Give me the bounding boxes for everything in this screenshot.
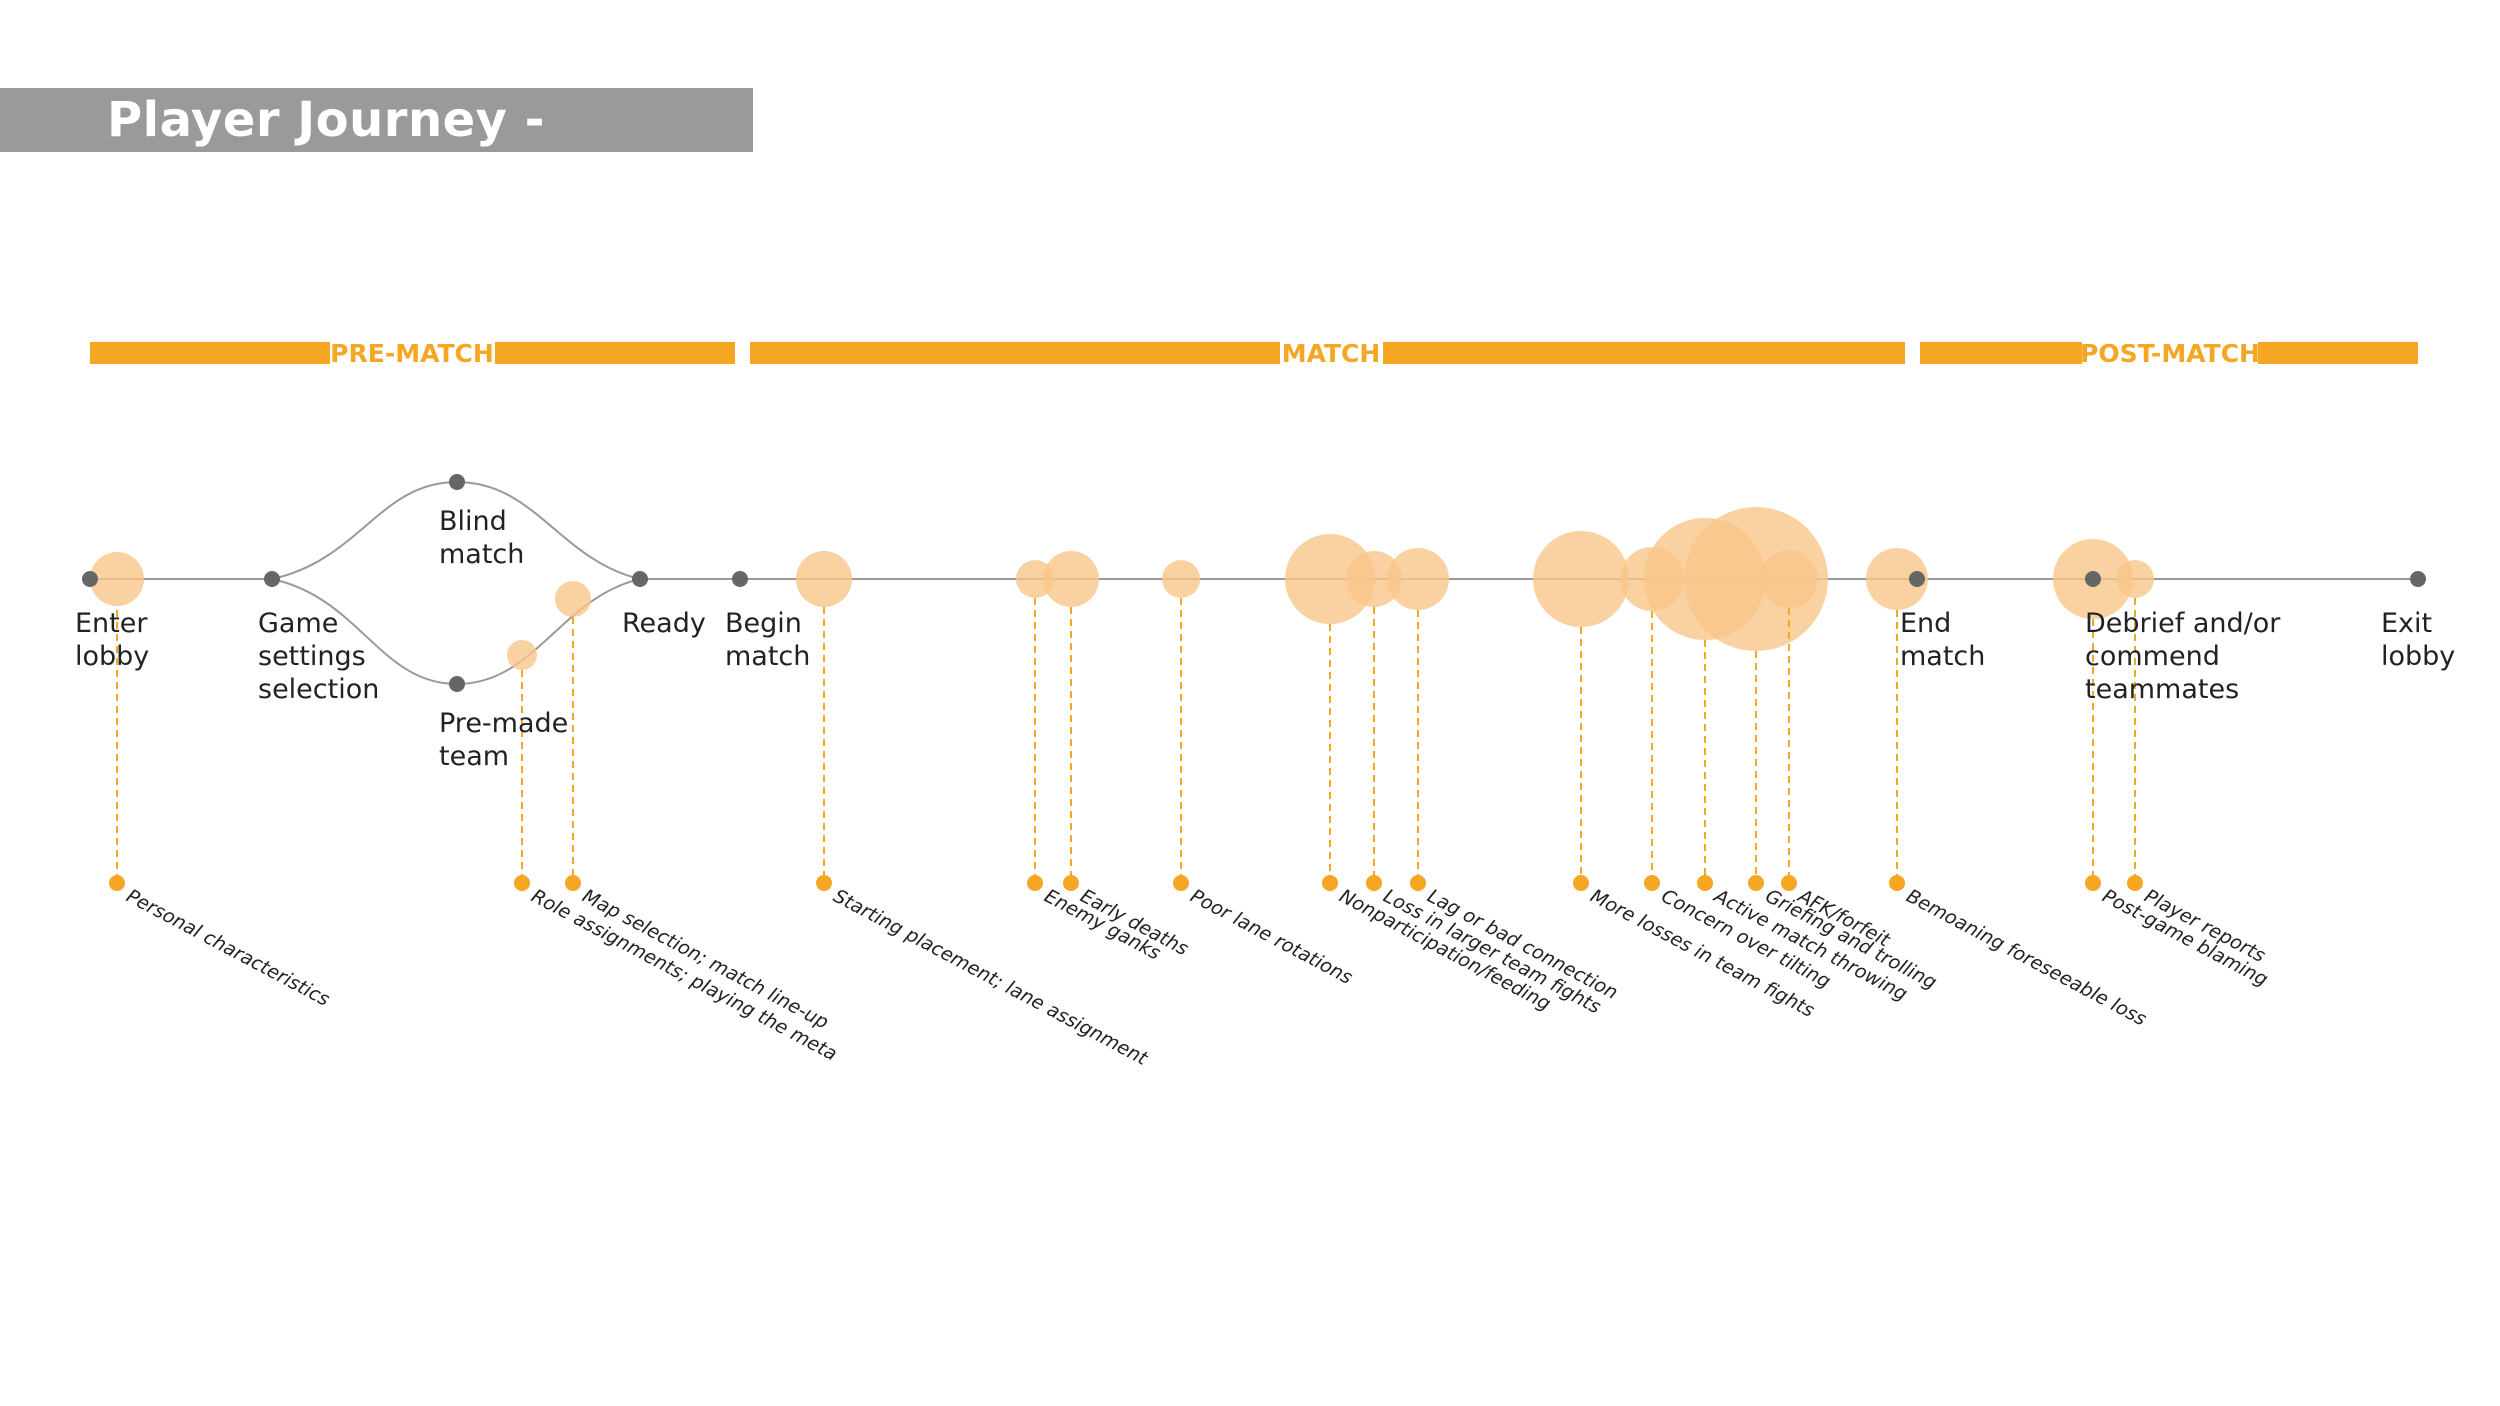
trigger-dot	[2085, 875, 2101, 891]
bubble-enemy-ganks	[1016, 560, 1054, 598]
bubble-loss-larger-team-fights	[1346, 551, 1402, 607]
trigger-dot	[514, 875, 530, 891]
trigger-end-dots	[109, 875, 2143, 891]
trigger-dot	[1027, 875, 1043, 891]
post-match-bar-right	[2258, 342, 2418, 364]
post-match-bar-left	[1920, 342, 2082, 364]
trigger-dot	[1644, 875, 1660, 891]
pre-match-bar-left	[90, 342, 330, 364]
page-title: Player Journey - Triggers	[107, 92, 546, 212]
stage-label-pre-made-team: Pre-made team	[439, 708, 577, 772]
title-banner: Player Journey - Triggers	[0, 88, 753, 212]
stage-label-exit-lobby: Exit lobby	[2381, 608, 2455, 672]
stage-label-game-settings: Game settings selection	[258, 608, 379, 705]
stage-nodes	[82, 474, 2426, 692]
trigger-dot	[2127, 875, 2143, 891]
trigger-dot	[1322, 875, 1338, 891]
stage-label-enter-lobby: Enter lobby	[75, 608, 156, 672]
phase-label-post-match: POST-MATCH	[2080, 339, 2260, 368]
bubble-personal-characteristics	[90, 552, 144, 606]
node-ready	[632, 571, 648, 587]
trigger-label-map-selection: Map selection; match line-up	[579, 885, 832, 1034]
node-begin-match	[732, 571, 748, 587]
trigger-dot	[1573, 875, 1589, 891]
node-exit-lobby	[2410, 571, 2426, 587]
bubble-poor-lane-rotations	[1162, 560, 1200, 598]
phase-label-pre-match: PRE-MATCH	[330, 339, 494, 368]
trigger-dot	[816, 875, 832, 891]
node-blind-match	[449, 474, 465, 490]
bubble-map-selection	[555, 581, 591, 617]
match-bar-right	[1383, 342, 1905, 364]
trigger-label-role-assignments: Role assignments; playing the meta	[528, 885, 841, 1065]
trigger-label-loss-larger-team-fights: Loss in larger team fights	[1380, 885, 1605, 1018]
bubble-bemoaning	[1866, 548, 1928, 610]
bubble-griefing	[1684, 507, 1828, 651]
bubble-role-assignments	[507, 640, 537, 670]
phase-label-match: MATCH	[1282, 339, 1381, 368]
stage-label-begin-match: Begin match	[725, 608, 810, 672]
bubble-starting-placement	[796, 551, 852, 607]
node-debrief	[2085, 571, 2101, 587]
trigger-dot	[1173, 875, 1189, 891]
trigger-drop-lines	[116, 598, 2136, 883]
bubble-more-losses	[1533, 531, 1629, 627]
bubble-nonparticipation	[1285, 534, 1375, 624]
node-game-settings	[264, 571, 280, 587]
trigger-labels: Personal characteristics Role assignment…	[123, 884, 2272, 1070]
bubble-player-reports	[2116, 560, 2154, 598]
trigger-dot	[109, 875, 125, 891]
bubble-lag	[1387, 548, 1449, 610]
node-enter-lobby	[82, 571, 98, 587]
bubble-afk-forfeit	[1760, 550, 1818, 608]
match-bar-left	[750, 342, 1280, 364]
trigger-dot	[1889, 875, 1905, 891]
bubble-early-deaths	[1043, 551, 1099, 607]
trigger-dot	[1063, 875, 1079, 891]
node-pre-made-team	[449, 676, 465, 692]
stage-label-blind-match: Blind match	[439, 506, 524, 570]
trigger-dot	[1366, 875, 1382, 891]
pre-match-bar-right	[495, 342, 735, 364]
trigger-dot	[1410, 875, 1426, 891]
trigger-dot	[565, 875, 581, 891]
trigger-label-personal-characteristics: Personal characteristics	[123, 885, 334, 1011]
trigger-dot	[1748, 875, 1764, 891]
stage-label-debrief: Debrief and/or commend teammates	[2085, 608, 2289, 705]
trigger-bubbles	[90, 507, 2154, 670]
trigger-dot	[1781, 875, 1797, 891]
stage-label-ready: Ready	[622, 608, 706, 639]
trigger-dot	[1697, 875, 1713, 891]
phase-bars: PRE-MATCH MATCH POST-MATCH	[90, 339, 2418, 368]
trigger-label-poor-lane-rotations: Poor lane rotations	[1187, 885, 1356, 989]
stage-label-end-match: End match	[1900, 608, 1985, 672]
node-end-match	[1909, 571, 1925, 587]
stage-labels: Enter lobby Game settings selection Blin…	[75, 506, 2455, 772]
